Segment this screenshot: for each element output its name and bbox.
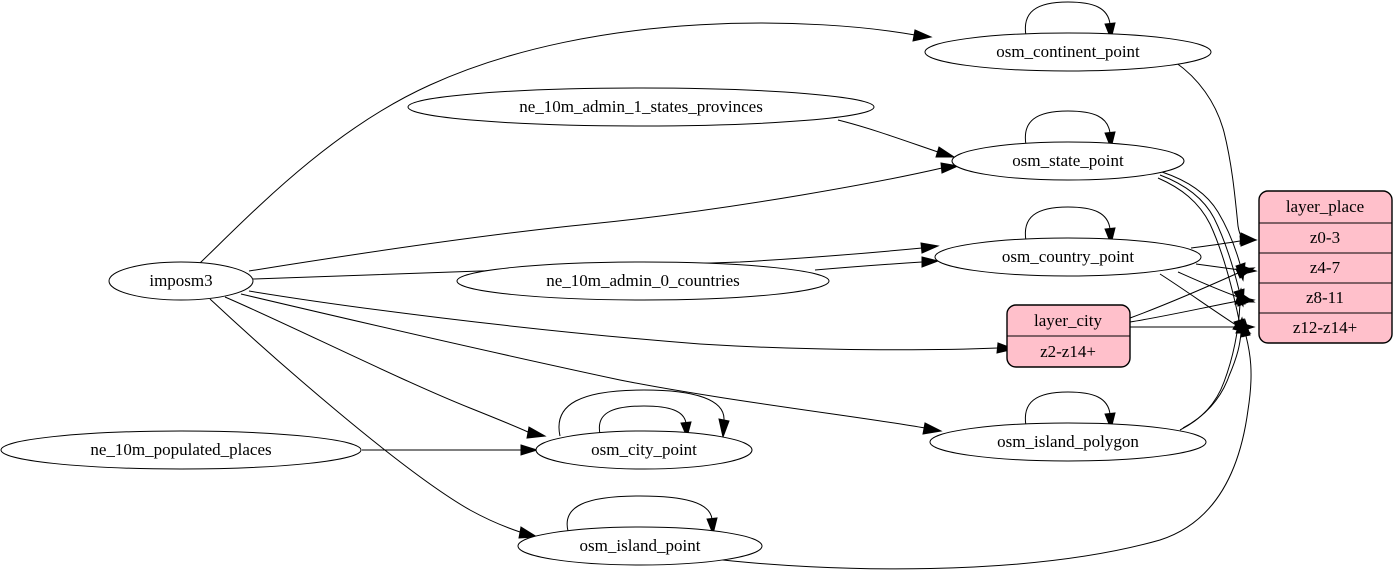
node-osm-country-point[interactable]: osm_country_point [934, 237, 1202, 277]
node-ne-10m-populated-places[interactable]: ne_10m_populated_places [0, 430, 362, 470]
layer-place-outline [1258, 190, 1393, 344]
edge-layer_city-to-layer_place-z4-7 [1129, 267, 1256, 319]
edge-osm_state_point-self-loop [1024, 110, 1116, 150]
layer-place-cell-z4-7[interactable] [1259, 252, 1392, 284]
nodes-layer: imposm3 ne_10m_admin_1_states_provinces … [0, 32, 1212, 566]
edge-ne_admin_1-to-osm_state_point [837, 119, 956, 158]
layer-city-outline [1006, 304, 1131, 368]
node-osm-continent-point[interactable]: osm_continent_point [924, 32, 1212, 72]
edge-osm_continent_point-to-layer_place-z0-3 [1174, 61, 1258, 245]
node-imposm3[interactable]: imposm3 [108, 261, 254, 301]
edge-osm_city_point-self-loop-inner [598, 405, 692, 439]
edge-imposm3-to-osm_island_point [209, 298, 539, 539]
node-osm-city-point[interactable]: osm_city_point [535, 430, 753, 470]
edge-layer_city-to-layer_place-z8-11 [1129, 295, 1256, 323]
edge-osm_country_point-self-loop [1024, 206, 1116, 246]
node-osm-island-polygon[interactable]: osm_island_polygon [929, 422, 1207, 462]
edges-layer [199, 1, 1258, 570]
edge-osm_city_point-self-loop-outer [558, 389, 730, 439]
layer-place-cell-z8-11[interactable] [1259, 282, 1392, 314]
node-ne-10m-admin-0-countries[interactable]: ne_10m_admin_0_countries [456, 261, 830, 301]
layer-city-cell-z2-z14[interactable] [1007, 335, 1130, 367]
edge-ne_admin_0-to-osm_country_point [814, 256, 940, 271]
edge-osm_island_point-to-layer_place-z12-z14 [704, 318, 1252, 570]
edge-osm_continent_point-self-loop [1024, 1, 1116, 41]
edge-imposm3-to-osm_state_point [248, 162, 960, 272]
edge-imposm3-to-layer_city [248, 290, 1016, 354]
node-osm-state-point[interactable]: osm_state_point [951, 141, 1185, 181]
layer-place-cell-z12-z14[interactable] [1259, 312, 1392, 343]
node-layer-city[interactable]: layer_city z2-z14+ [1006, 304, 1131, 368]
record-nodes-layer: layer_place z0-3 z4-7 z8-11 z12-z14+ lay… [1006, 190, 1393, 368]
node-layer-place[interactable]: layer_place z0-3 z4-7 z8-11 z12-z14+ [1258, 190, 1393, 344]
node-ne-10m-admin-1-states-provinces[interactable]: ne_10m_admin_1_states_provinces [407, 87, 875, 127]
edge-osm_island_point-self-loop [566, 495, 718, 536]
layer-place-header-cell[interactable] [1259, 191, 1392, 224]
edge-osm_country_point-to-layer_place-z0-3 [1190, 235, 1258, 249]
node-osm-island-point[interactable]: osm_island_point [517, 526, 763, 566]
edge-ne_populated-to-osm_city_point [362, 444, 539, 456]
layer-city-header-cell[interactable] [1007, 305, 1130, 337]
layer-place-cell-z0-3[interactable] [1259, 222, 1392, 254]
edge-imposm3-to-osm_island_polygon [240, 293, 943, 435]
edge-imposm3-to-osm_continent_point [199, 22, 933, 264]
edge-osm_island_polygon-self-loop [1024, 391, 1116, 431]
edge-imposm3-to-osm_city_point [224, 296, 547, 439]
